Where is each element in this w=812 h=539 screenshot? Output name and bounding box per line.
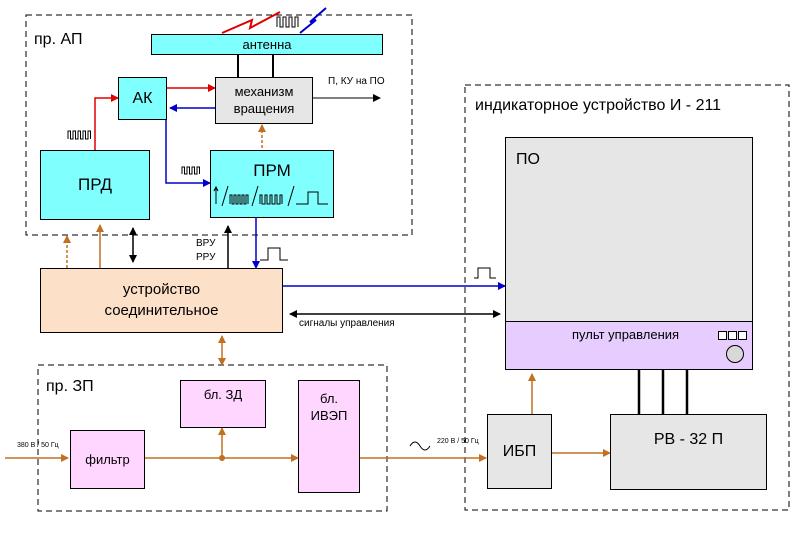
ibp-block: ИБП bbox=[487, 414, 552, 489]
control-signals-label: сигналы управления bbox=[299, 318, 395, 329]
radio-rx-symbol bbox=[299, 7, 327, 34]
prd-pulse-icon bbox=[67, 130, 91, 140]
prd-block: ПРД bbox=[40, 150, 150, 220]
po-block: ПО bbox=[505, 137, 753, 322]
group-indicator-frame bbox=[464, 84, 790, 511]
bl-ivep-block: бл.ИВЭП bbox=[298, 380, 360, 493]
prm-input-pulse-icon bbox=[181, 166, 200, 175]
panel-button-2[interactable] bbox=[728, 331, 737, 340]
prm-block: ПРМ bbox=[210, 150, 334, 218]
input-380-label: 380 В / 50 Гц bbox=[17, 442, 59, 449]
group-ap-label: пр. АП bbox=[34, 31, 83, 48]
video-pulse-icon bbox=[260, 247, 288, 261]
group-indicator-label: индикаторное устройство И - 211 bbox=[475, 97, 722, 114]
p-ku-to-po-label: П, КУ на ПО bbox=[328, 76, 385, 87]
panel-knob[interactable] bbox=[726, 345, 744, 363]
input-220-label: 220 В / 50 Гц bbox=[437, 438, 479, 445]
rru-label: РРУ bbox=[196, 252, 216, 263]
panel-button-3[interactable] bbox=[738, 331, 747, 340]
ac-symbol bbox=[409, 441, 431, 451]
ak-block: АК bbox=[118, 77, 167, 120]
po-label: ПО bbox=[516, 151, 540, 168]
prm-pulse-diagrams bbox=[213, 185, 328, 207]
pulse-train-icon bbox=[276, 16, 299, 28]
control-panel-label: пульт управления bbox=[572, 327, 680, 342]
group-ap-frame bbox=[25, 14, 413, 236]
antenna-block: антенна bbox=[151, 34, 383, 55]
filter-block: фильтр bbox=[70, 430, 145, 489]
group-zp-label: пр. ЗП bbox=[46, 378, 94, 395]
group-zp-frame bbox=[37, 364, 388, 512]
rv32p-block: РВ - 32 П bbox=[610, 414, 767, 490]
panel-button-1[interactable] bbox=[718, 331, 727, 340]
vru-label: ВРУ bbox=[196, 238, 216, 249]
video-pulse-icon-2 bbox=[474, 267, 496, 279]
radio-tx-symbol bbox=[221, 11, 281, 34]
control-panel-block: пульт управления bbox=[505, 321, 753, 370]
bl-zd-block: бл. ЗД bbox=[180, 380, 266, 428]
